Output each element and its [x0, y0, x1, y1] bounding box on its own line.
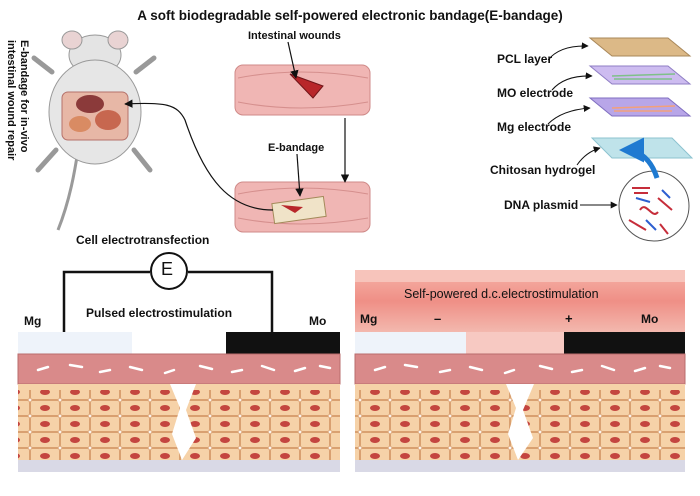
arrow-to-bandage: [295, 153, 304, 197]
right-mg-electrode: [355, 332, 466, 354]
intestine-top: [234, 64, 371, 116]
right-tissue: [354, 353, 686, 472]
layer-stack: [588, 37, 694, 242]
layer-callouts: [547, 42, 618, 209]
layer-label-mo: MO electrode: [497, 86, 574, 100]
left-circuit: [62, 252, 274, 332]
arrow-to-wound: [287, 41, 299, 79]
right-mg-label: Mg: [360, 312, 378, 326]
left-mode-label: Pulsed electrostimulation: [86, 306, 233, 320]
right-mo-electrode: [564, 332, 685, 354]
e-bandage-label: E-bandage: [268, 142, 325, 154]
arrow-to-mouse: [124, 99, 274, 211]
plasmid-arrow: [619, 137, 660, 179]
layer-label-mg: Mg electrode: [497, 120, 572, 134]
right-plus-sign: +: [565, 311, 573, 326]
voltage-source-symbol: E: [161, 259, 174, 279]
intestine-bottom: [234, 181, 371, 233]
right-minus-sign: –: [434, 311, 442, 326]
layer-label-pcl: PCL layer: [497, 52, 553, 66]
left-mg-electrode: [18, 332, 132, 354]
right-tissue-top: [355, 270, 685, 354]
left-mo-electrode: [226, 332, 340, 354]
intestinal-wounds-label: Intestinal wounds: [248, 30, 341, 42]
left-mo-label: Mo: [309, 314, 327, 328]
left-mg-label: Mg: [24, 314, 42, 328]
right-mo-label: Mo: [641, 312, 659, 326]
right-mode-label: Self-powered d.c.electrostimulation: [404, 287, 599, 301]
mouse-illustration: [31, 30, 157, 231]
diagram-title: A soft biodegradable self-powered electr…: [137, 8, 563, 23]
layer-label-chitosan: Chitosan hydrogel: [490, 163, 596, 177]
left-tissue: [17, 353, 341, 472]
layer-label-dna: DNA plasmid: [504, 198, 579, 212]
dna-plasmid-circle: [618, 170, 690, 242]
pcl-layer-shape: [588, 37, 692, 57]
side-label: E-bandage for in-vivo intestinal wound r…: [5, 40, 30, 161]
left-heading: Cell electrotransfection: [76, 233, 210, 247]
